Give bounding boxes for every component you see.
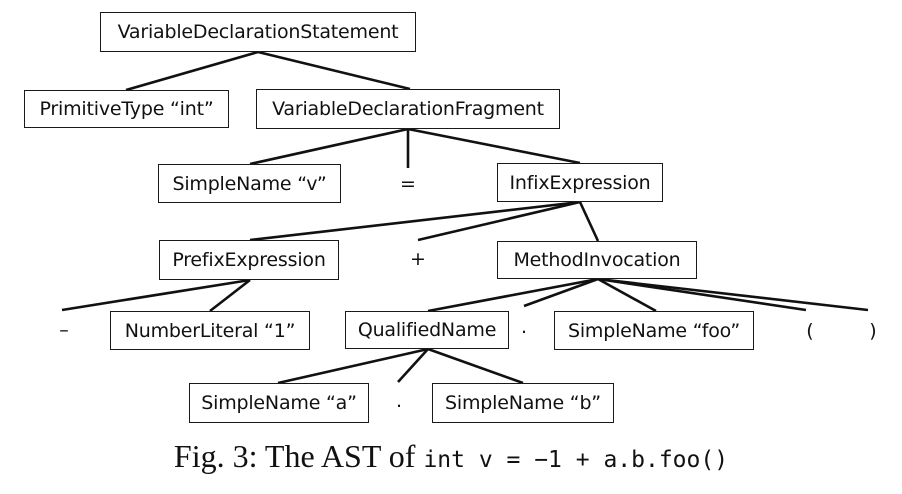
- caption-code: int v = −1 + a.b.foo(): [423, 447, 729, 473]
- caption-text: Fig. 3: The AST of: [173, 438, 424, 474]
- edge-vdf-infix: [407, 127, 581, 165]
- edge-vdf-simplename: [249, 127, 409, 166]
- figure-caption: Fig. 3: The AST of int v = −1 + a.b.foo(…: [0, 438, 902, 475]
- edge-method-foo: [597, 277, 657, 313]
- node-simple-name-a: SimpleName “a”: [189, 383, 369, 423]
- edge-prefix-minus: [61, 278, 251, 312]
- node-number-literal-1: NumberLiteral “1”: [110, 311, 310, 350]
- edge-vds-vdf: [257, 50, 411, 91]
- edge-qualified-b: [427, 347, 524, 385]
- node-method-invocation: MethodInvocation: [497, 241, 697, 279]
- token-plus: +: [410, 248, 426, 270]
- node-infix-expression: InfixExpression: [497, 163, 663, 202]
- edge-infix-plus: [417, 200, 581, 242]
- edge-method-qualified: [427, 277, 599, 313]
- token-dot-qualified: .: [395, 390, 403, 412]
- edge-infix-method: [578, 201, 600, 242]
- edge-qualified-a: [277, 347, 429, 385]
- node-qualified-name: QualifiedName: [345, 311, 509, 349]
- node-simple-name-b: SimpleName “b”: [432, 383, 614, 423]
- edge-prefix-literal: [209, 278, 251, 313]
- node-simple-name-v: SimpleName “v”: [158, 164, 341, 203]
- node-variable-declaration-statement: VariableDeclarationStatement: [100, 12, 416, 52]
- node-prefix-expression: PrefixExpression: [159, 240, 339, 280]
- edge-qualified-dot: [397, 348, 429, 383]
- token-minus: –: [59, 319, 69, 341]
- node-variable-declaration-fragment: VariableDeclarationFragment: [256, 89, 560, 129]
- edge-infix-prefix: [249, 200, 581, 242]
- edge-vds-pt: [125, 50, 259, 92]
- token-right-paren: ): [869, 320, 877, 342]
- token-equals: =: [400, 173, 416, 195]
- edge-method-dot: [523, 277, 599, 308]
- edge-method-rparen: [597, 277, 869, 312]
- token-dot-method: .: [520, 316, 528, 338]
- node-primitive-type-int: PrimitiveType “int”: [24, 90, 229, 128]
- node-simple-name-foo: SimpleName “foo”: [554, 311, 754, 350]
- token-left-paren: (: [806, 320, 814, 342]
